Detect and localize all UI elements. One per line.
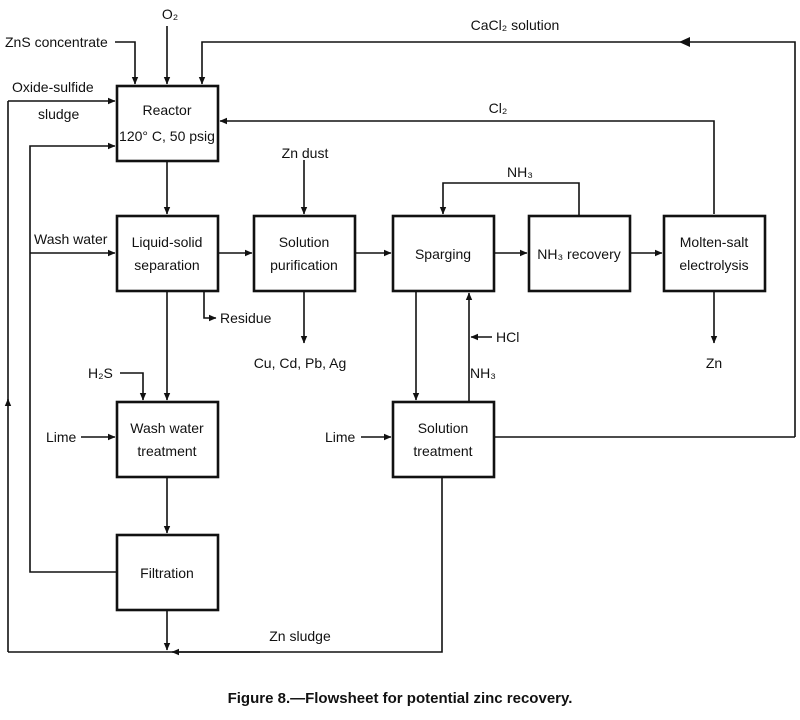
- zns-label: ZnS concentrate: [5, 34, 108, 50]
- oxide-sulfide-label-2: sludge: [38, 106, 79, 122]
- zn-product-label: Zn: [706, 355, 722, 371]
- zn-sludge-line: [8, 477, 443, 653]
- wash-treatment-label-1: Wash water: [130, 420, 204, 436]
- nh3-mid-label: NH₃: [470, 365, 496, 381]
- box-liquid-solid-separation: Liquid-solid separation: [115, 214, 220, 293]
- reactor-label: Reactor: [142, 102, 191, 118]
- filtration-recycle-line: [29, 142, 117, 573]
- lime-solution-label: Lime: [325, 429, 356, 445]
- zn-dust-label: Zn dust: [282, 145, 329, 161]
- box-filtration: Filtration: [115, 533, 220, 612]
- h2s-arrow: [120, 372, 147, 401]
- nh3-top-label: NH₃: [507, 164, 533, 180]
- wash-treatment-label-2: treatment: [137, 443, 196, 459]
- liquid-solid-label-2: separation: [134, 257, 199, 273]
- box-sparging: Sparging: [391, 214, 496, 293]
- cacl2-flow-arrowhead: [679, 37, 690, 47]
- reactor-conditions: 120° C, 50 psig: [119, 128, 215, 144]
- wash-water-label: Wash water: [34, 231, 108, 247]
- zn-sludge-label: Zn sludge: [269, 628, 331, 644]
- box-reactor: Reactor 120° C, 50 psig: [115, 84, 220, 163]
- oxide-sulfide-label-1: Oxide-sulfide: [12, 79, 94, 95]
- cl2-recycle-line: [219, 117, 715, 214]
- hcl-label: HCl: [496, 329, 519, 345]
- residue-label: Residue: [220, 310, 272, 326]
- box-molten-salt-electrolysis: Molten-salt electrolysis: [662, 214, 767, 293]
- h2s-label: H₂S: [88, 365, 113, 381]
- figure-caption: Figure 8.—Flowsheet for potential zinc r…: [228, 690, 573, 707]
- lime-wash-label: Lime: [46, 429, 77, 445]
- metals-label: Cu, Cd, Pb, Ag: [254, 355, 347, 371]
- box-nh3-recovery: NH₃ recovery: [527, 214, 632, 293]
- box-wash-water-treatment: Wash water treatment: [115, 400, 220, 479]
- purification-label-2: purification: [270, 257, 338, 273]
- liquid-solid-label-1: Liquid-solid: [132, 234, 203, 250]
- solution-treatment-label-1: Solution: [418, 420, 469, 436]
- purification-label-1: Solution: [279, 234, 330, 250]
- solution-treatment-label-2: treatment: [413, 443, 472, 459]
- cl2-label: Cl₂: [489, 100, 508, 116]
- cacl2-recycle-line: [198, 41, 796, 437]
- zns-arrow: [115, 41, 139, 85]
- nh3-recovery-label: NH₃ recovery: [537, 246, 621, 262]
- electrolysis-label-2: electrolysis: [679, 257, 748, 273]
- residue-arrow: [203, 291, 217, 322]
- box-solution-treatment: Solution treatment: [391, 400, 496, 479]
- nh3-recycle-loop: [439, 182, 580, 216]
- o2-label: O₂: [162, 6, 178, 22]
- electrolysis-label-1: Molten-salt: [680, 234, 749, 250]
- cacl2-label: CaCl₂ solution: [471, 17, 560, 33]
- box-solution-purification: Solution purification: [252, 214, 357, 293]
- filtration-label: Filtration: [140, 565, 194, 581]
- sparging-label: Sparging: [415, 246, 471, 262]
